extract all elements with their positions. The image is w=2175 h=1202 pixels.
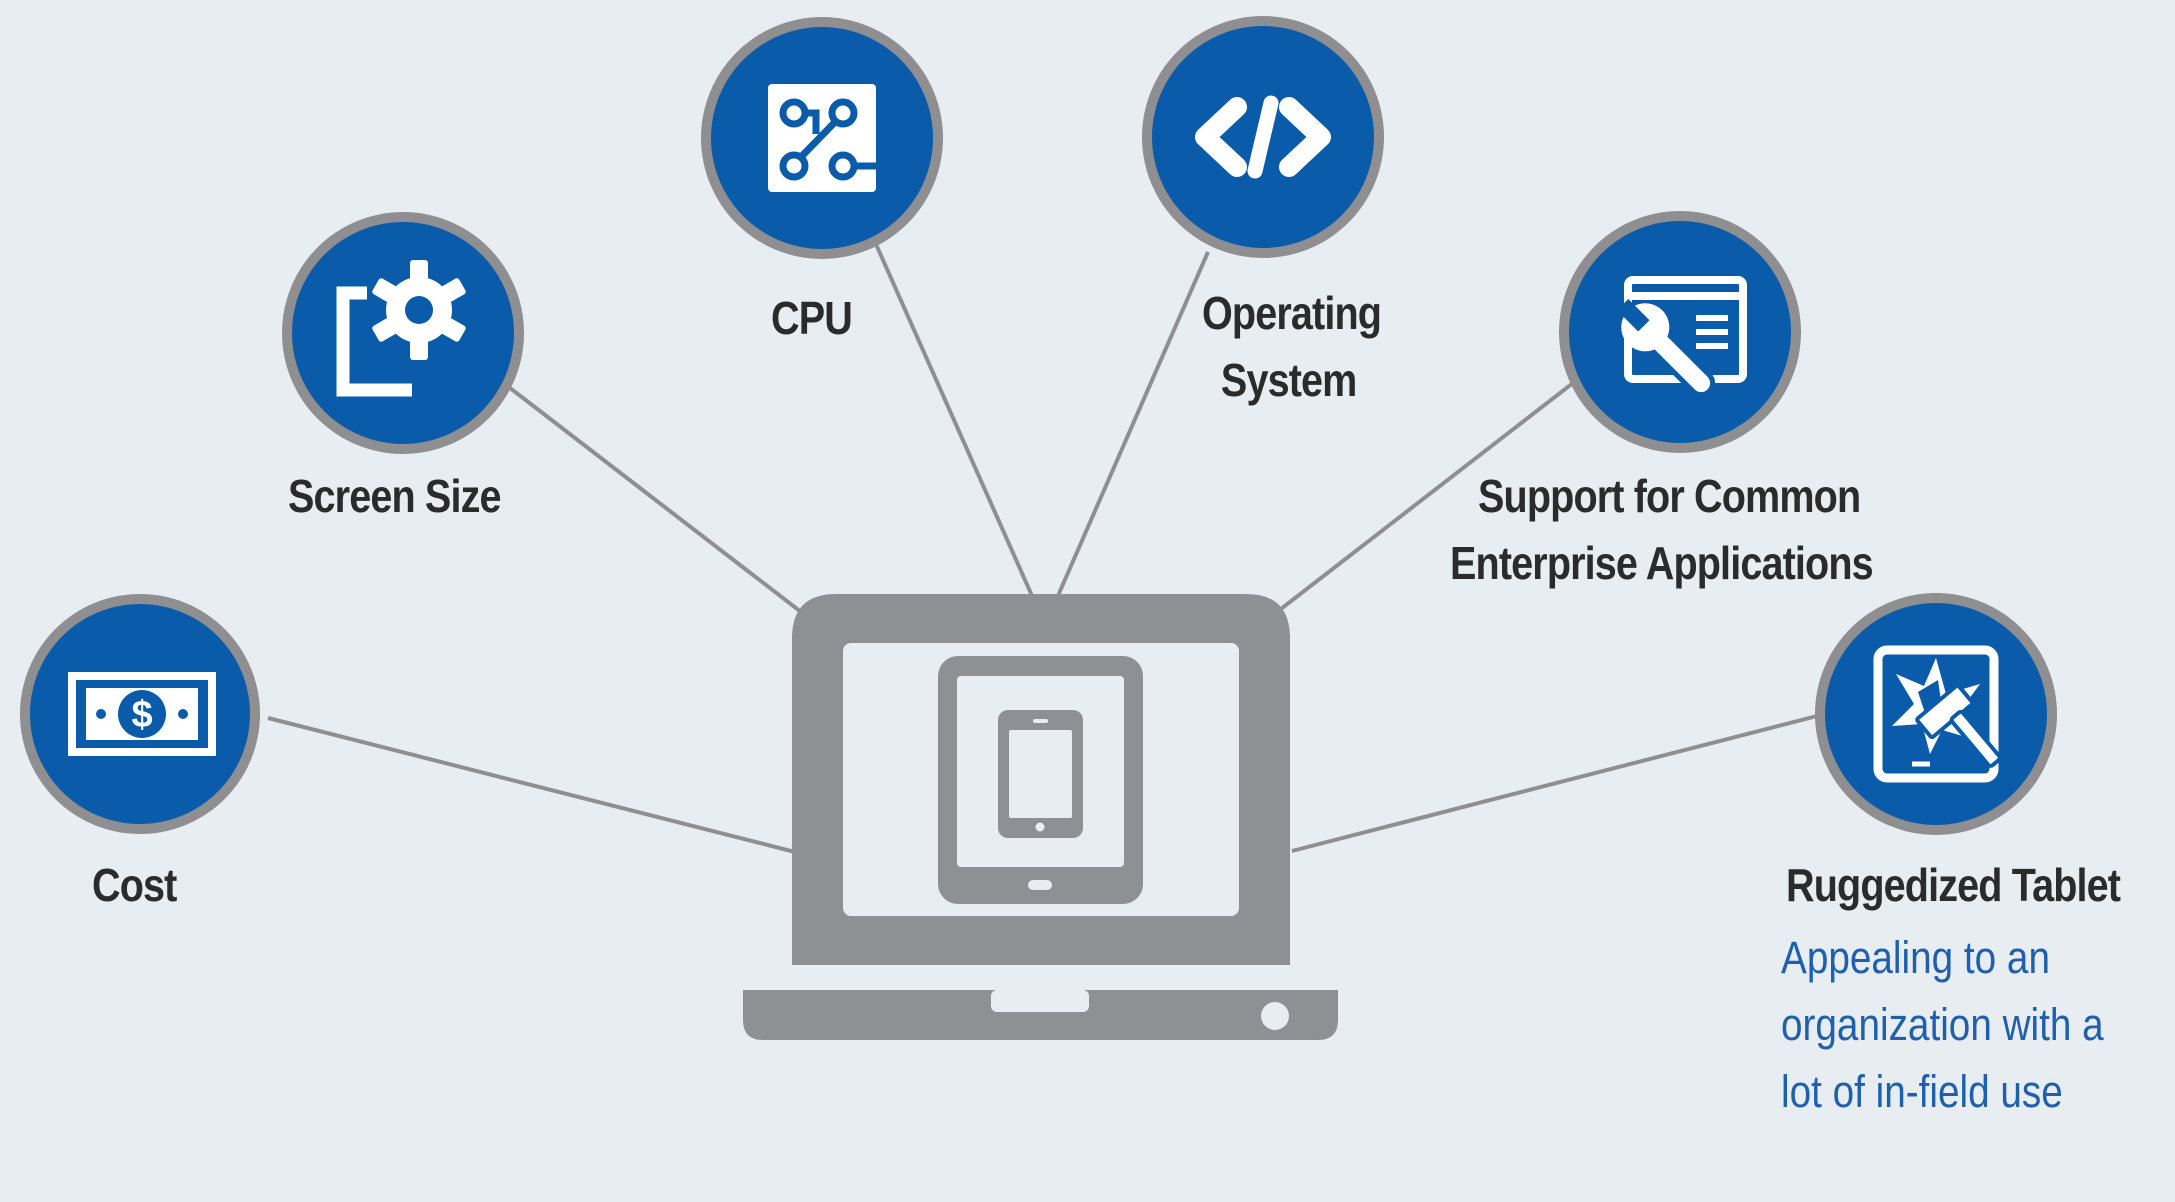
label-operating-system-line-2: System bbox=[1220, 354, 1357, 406]
label-cpu: CPU bbox=[771, 285, 853, 352]
svg-text:$: $ bbox=[131, 694, 152, 736]
label-enterprise-apps: Support for Common Enterprise Applicatio… bbox=[1450, 463, 1874, 597]
connector-ruggedized-tablet bbox=[1291, 714, 1818, 853]
label-enterprise-apps-line-2: Enterprise Applications bbox=[1450, 537, 1874, 589]
label-operating-system-line-1: Operating bbox=[1202, 287, 1382, 339]
cpu-circuit-icon bbox=[768, 84, 876, 192]
node-cpu bbox=[701, 17, 943, 259]
label-operating-system: Operating System bbox=[1202, 280, 1382, 414]
connectors bbox=[267, 241, 1818, 854]
label-cost: Cost bbox=[92, 852, 177, 919]
node-enterprise-apps bbox=[1559, 211, 1801, 453]
label-screen-size: Screen Size bbox=[288, 463, 502, 530]
code-brackets-icon bbox=[1195, 95, 1331, 179]
description-line-1: Appealing to an bbox=[1781, 932, 2050, 983]
label-enterprise-apps-line-1: Support for Common bbox=[1478, 470, 1861, 522]
screen-resize-gear-icon bbox=[336, 260, 466, 397]
node-operating-system bbox=[1142, 16, 1384, 258]
connector-enterprise-apps bbox=[1275, 381, 1575, 614]
node-screen-size bbox=[282, 212, 524, 454]
description-line-2: organization with a bbox=[1781, 999, 2104, 1050]
label-ruggedized-tablet-line: Ruggedized Tablet bbox=[1786, 859, 2121, 911]
label-screen-size-line: Screen Size bbox=[288, 470, 502, 522]
description-line-3: lot of in-field use bbox=[1781, 1066, 2063, 1117]
connector-operating-system bbox=[1055, 251, 1210, 599]
label-cost-line: Cost bbox=[92, 859, 177, 911]
connector-cpu bbox=[873, 241, 1035, 599]
tablet-hammer-icon bbox=[1873, 645, 2002, 783]
laptop-with-tablet-and-phone-icon bbox=[743, 594, 1338, 1040]
connector-cost bbox=[267, 716, 796, 854]
connector-screen-size bbox=[508, 386, 807, 617]
node-cost: $ bbox=[20, 594, 260, 834]
description-ruggedized-tablet: Appealing to an organization with a lot … bbox=[1781, 924, 2104, 1125]
label-ruggedized-tablet: Ruggedized Tablet bbox=[1786, 852, 2121, 919]
node-ruggedized-tablet bbox=[1815, 593, 2057, 835]
label-cpu-line: CPU bbox=[771, 292, 853, 344]
app-window-wrench-icon bbox=[1616, 276, 1747, 398]
dollar-bill-icon: $ bbox=[68, 672, 216, 756]
